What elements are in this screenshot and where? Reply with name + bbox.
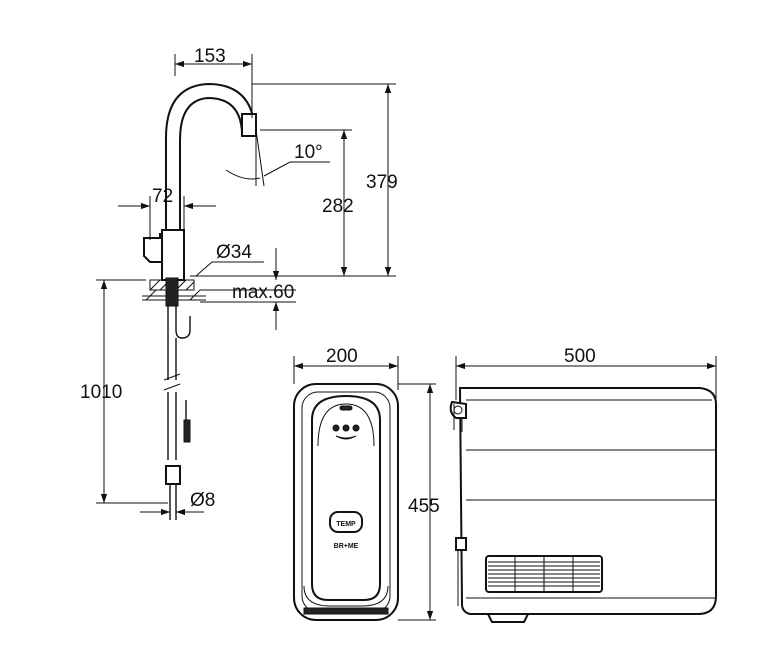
side-foot: [486, 613, 530, 623]
dim-boiler-height: 455: [408, 496, 440, 517]
bottom-label: BR+ME: [334, 543, 359, 550]
faucet-hose-loop: [175, 306, 191, 339]
faucet-dimensions: 153 379 282 10° 72 Ø34 max.60 1010: [80, 46, 398, 516]
boiler-front-panel: [311, 394, 381, 601]
status-button-label: TEMP: [336, 521, 356, 528]
side-cable-gland: [455, 537, 467, 551]
faucet-drawing: [142, 82, 257, 520]
dim-boiler-depth: 500: [564, 346, 596, 367]
indicator-light-2: [342, 424, 350, 432]
boiler-front-dimensions: 200 455: [293, 346, 440, 621]
dim-spout-reach: 153: [194, 46, 226, 67]
dim-boiler-width: 200: [326, 346, 358, 367]
dim-hose-diameter: Ø8: [190, 490, 215, 511]
dim-base-diameter: Ø34: [216, 242, 252, 263]
dim-spout-angle: 10°: [294, 142, 323, 163]
faucet-hose: [167, 306, 177, 380]
dim-base-width: 72: [152, 186, 173, 207]
vent-grille: [485, 555, 603, 593]
faucet-spout: [165, 82, 256, 233]
dim-hose-length: 1010: [80, 382, 122, 403]
boiler-front-view: TEMP BR+ME: [293, 383, 399, 621]
hose-connector: [165, 465, 181, 485]
faucet-body: [161, 229, 185, 281]
dim-height-total: 379: [366, 172, 398, 193]
dim-max-thickness: max.60: [232, 282, 294, 303]
boiler-side-dimensions: 500: [455, 346, 717, 404]
side-top-connector: [449, 400, 467, 419]
mounting-deck: [142, 277, 206, 307]
indicator-light-3: [352, 424, 360, 432]
indicator-top: [339, 405, 353, 411]
indicator-light-1: [332, 424, 340, 432]
faucet-aerator: [241, 113, 257, 137]
status-button: [329, 511, 363, 533]
boiler-side-view: [449, 387, 717, 623]
dim-height-spout: 282: [322, 196, 354, 217]
